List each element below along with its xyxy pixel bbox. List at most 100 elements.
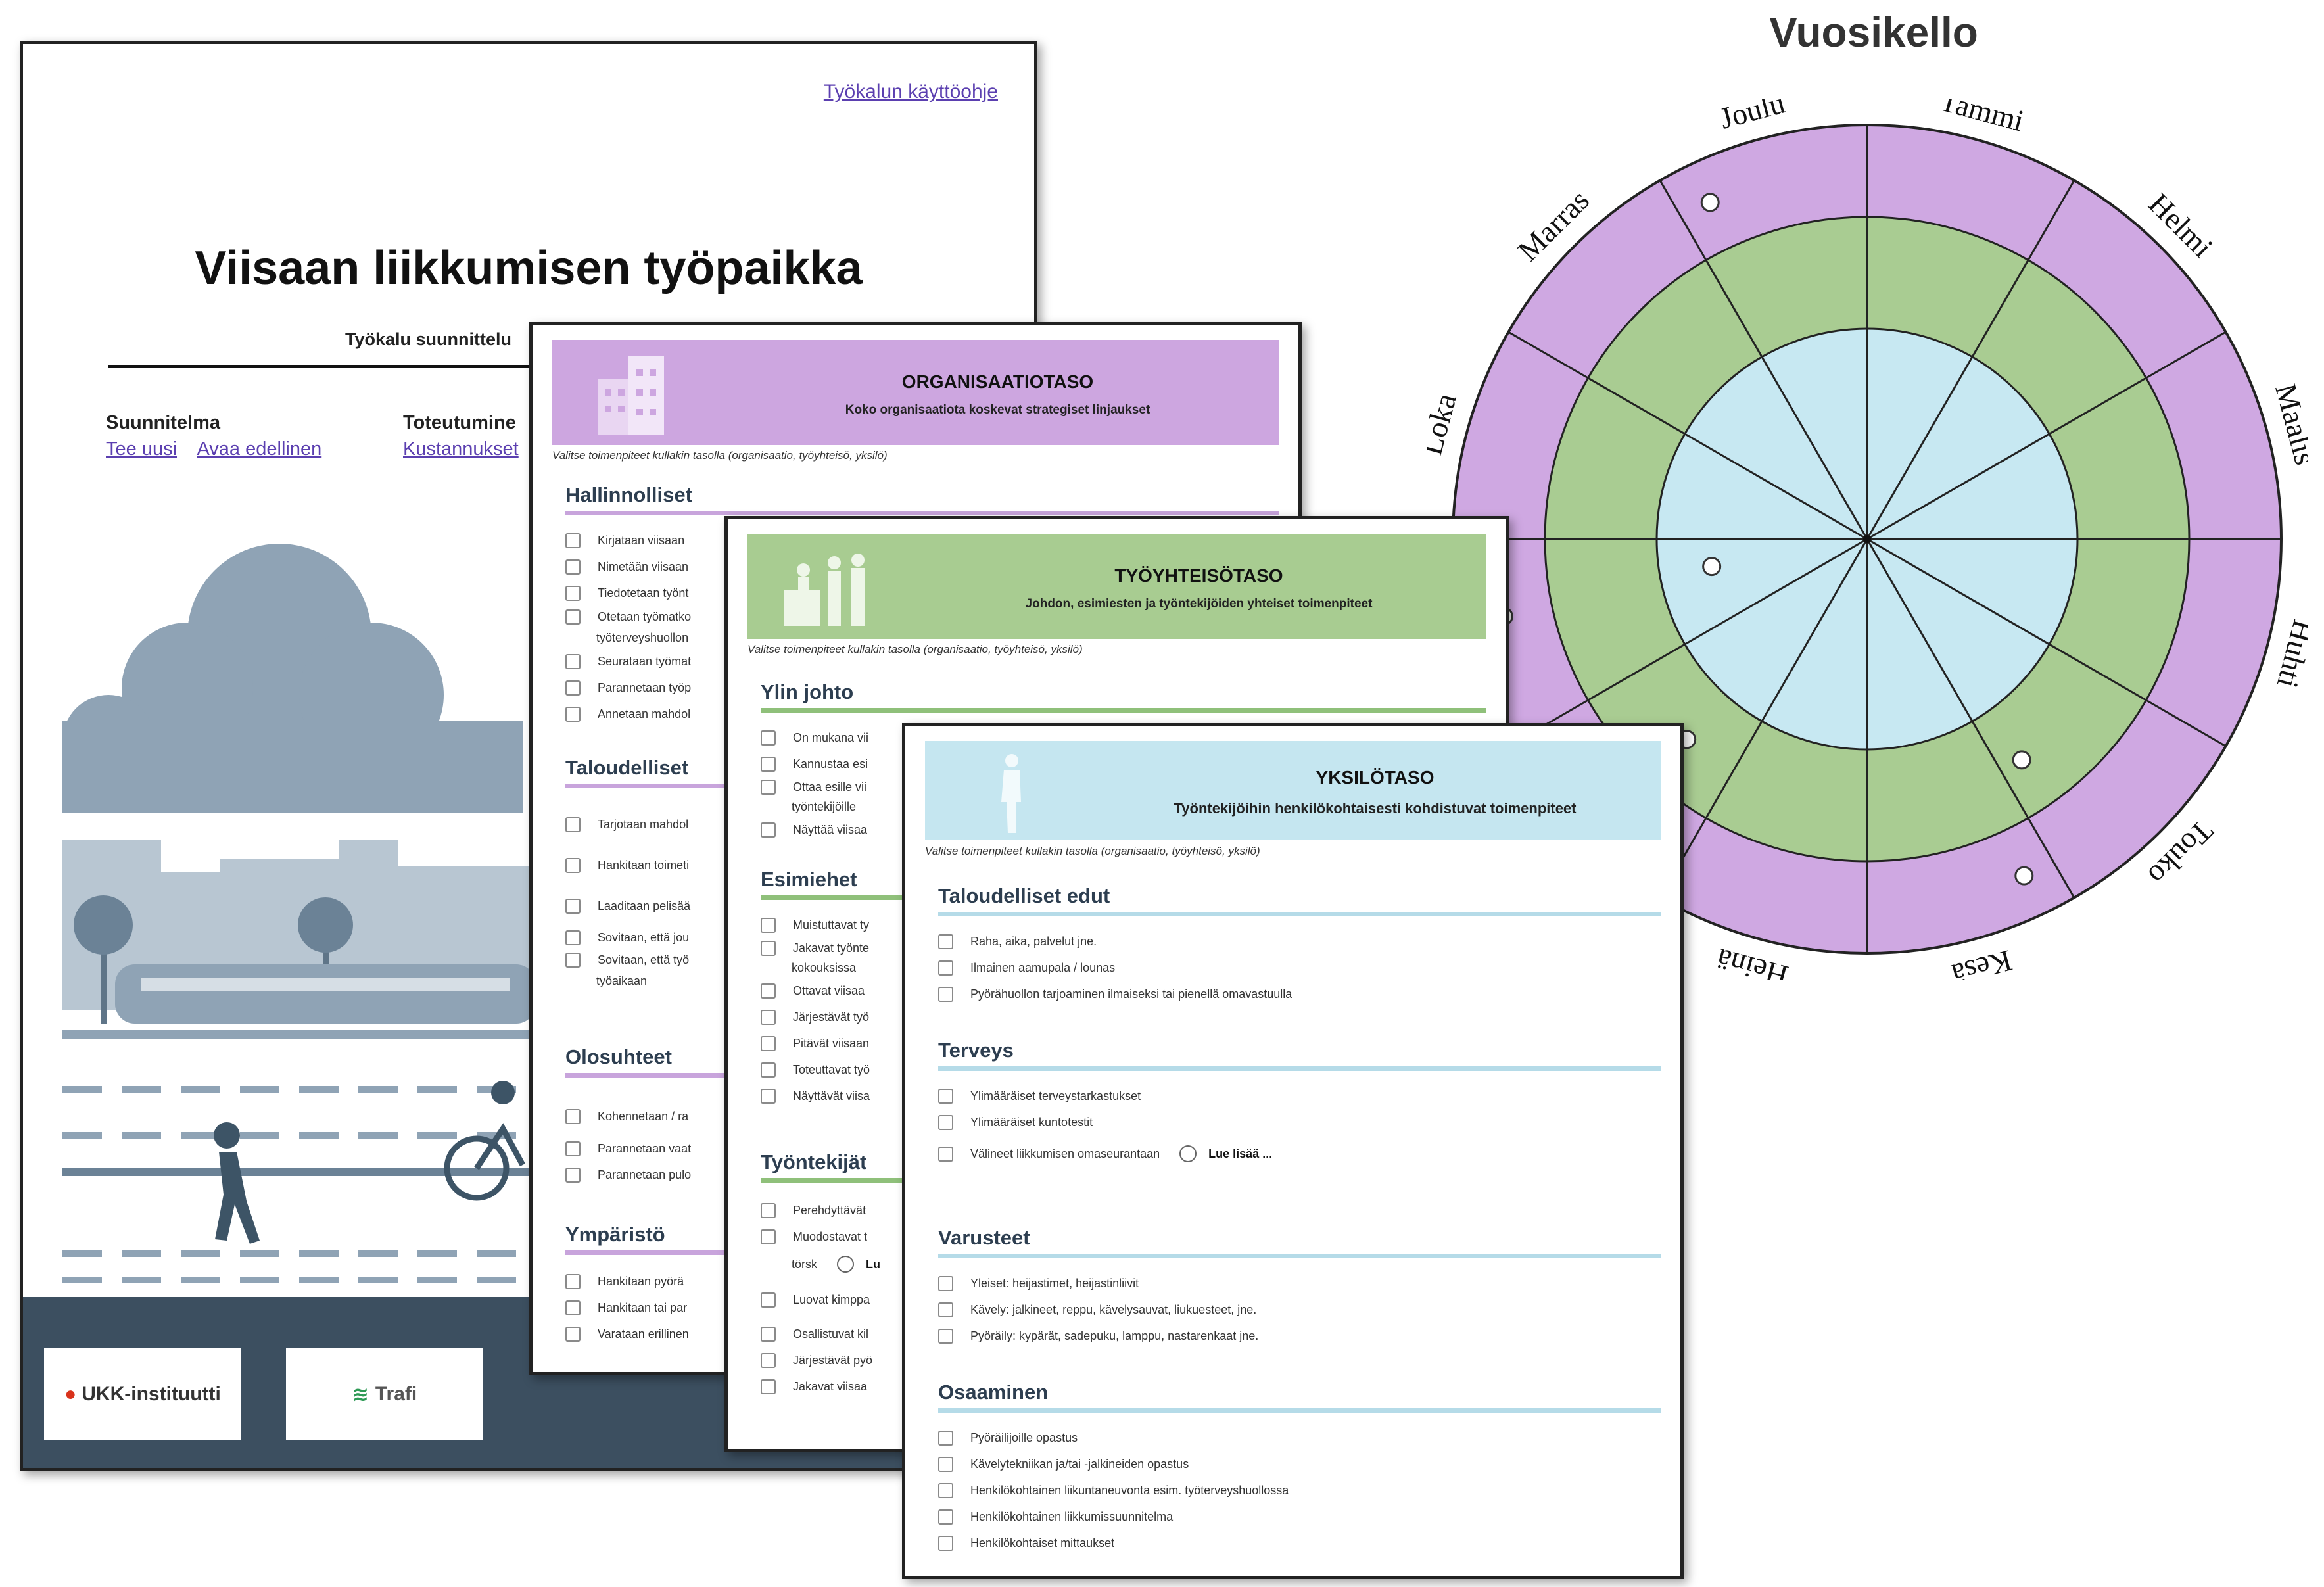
new-plan-link[interactable]: Tee uusi	[106, 438, 178, 460]
checkbox[interactable]	[761, 730, 776, 746]
measure-item[interactable]: Tiedotetaan työnt	[565, 580, 1279, 606]
measure-item[interactable]: Ilmainen aamupala / lounas	[938, 955, 1661, 981]
measure-item[interactable]: Henkilökohtainen liikkumissuunnitelma	[938, 1504, 1661, 1530]
measure-item[interactable]: Seurataan työmat	[565, 648, 1279, 675]
measure-item[interactable]: Jakavat viisaa	[761, 1373, 1486, 1400]
checkbox[interactable]	[565, 1326, 581, 1342]
checkbox[interactable]	[938, 1146, 953, 1162]
checkbox[interactable]	[761, 822, 776, 838]
measure-item[interactable]: Jakavat työnte	[761, 938, 1486, 958]
checkbox[interactable]	[565, 1108, 581, 1124]
checkbox[interactable]	[938, 1456, 953, 1472]
checkbox[interactable]	[565, 706, 581, 722]
checkbox[interactable]	[938, 1328, 953, 1344]
checkbox[interactable]	[565, 653, 581, 669]
open-previous-link[interactable]: Avaa edellinen	[197, 438, 322, 460]
checkbox[interactable]	[761, 1229, 776, 1244]
checkbox[interactable]	[565, 1141, 581, 1156]
measure-item[interactable]: Henkilökohtainen liikuntaneuvonta esim. …	[938, 1477, 1661, 1504]
checkbox[interactable]	[761, 1088, 776, 1104]
measure-item[interactable]: Kävelytekniikan ja/tai -jalkineiden opas…	[938, 1451, 1661, 1477]
checkbox[interactable]	[761, 1379, 776, 1394]
checkbox[interactable]	[565, 952, 581, 968]
checkbox[interactable]	[761, 756, 776, 772]
read-more-link[interactable]: Lue lisää ...	[1208, 1147, 1273, 1160]
checkbox[interactable]	[565, 898, 581, 914]
checkbox[interactable]	[761, 1035, 776, 1051]
checkbox[interactable]	[938, 1114, 953, 1130]
checkbox[interactable]	[938, 1509, 953, 1525]
checkbox[interactable]	[761, 983, 776, 999]
checkbox[interactable]	[565, 1300, 581, 1315]
checkbox[interactable]	[761, 1062, 776, 1078]
checkbox[interactable]	[761, 1326, 776, 1342]
checkbox[interactable]	[565, 930, 581, 945]
measure-item[interactable]: Järjestävät pyö	[761, 1347, 1486, 1373]
measure-item[interactable]: Nimetään viisaan	[565, 554, 1279, 580]
measure-item[interactable]: Sovitaan, että työ	[565, 949, 1279, 971]
measure-item[interactable]: Tarjotaan mahdol	[565, 804, 1279, 845]
measure-item[interactable]: Muistuttavat ty	[761, 912, 1486, 938]
clock-marker[interactable]	[2012, 750, 2031, 770]
checkbox[interactable]	[761, 1009, 776, 1025]
checkbox[interactable]	[565, 857, 581, 873]
read-more-link[interactable]: Lu	[866, 1257, 881, 1271]
clock-marker[interactable]	[1700, 193, 1720, 212]
measure-item[interactable]: Kävely: jalkineet, reppu, kävelysauvat, …	[938, 1296, 1661, 1323]
checkbox[interactable]	[565, 585, 581, 601]
measure-item[interactable]: Ottaa esille vii	[761, 777, 1486, 797]
help-link[interactable]: Työkalun käyttöohje	[823, 81, 998, 103]
measure-item[interactable]: Laaditaan pelisää	[565, 886, 1279, 926]
checkbox[interactable]	[761, 917, 776, 933]
measure-item[interactable]: Pyöräily: kypärät, sadepuku, lamppu, nas…	[938, 1323, 1661, 1349]
checkbox[interactable]	[565, 817, 581, 832]
measure-item[interactable]: Pyörähuollon tarjoaminen ilmaiseksi tai …	[938, 981, 1661, 1007]
measure-item[interactable]: Annetaan mahdol	[565, 701, 1279, 727]
measure-item[interactable]: Parannetaan pulo	[565, 1162, 1279, 1188]
measure-item[interactable]: Hankitaan pyörä	[565, 1268, 1279, 1294]
measure-item[interactable]: Toteuttavat työ	[761, 1056, 1486, 1083]
measure-item[interactable]: Henkilökohtaiset mittaukset	[938, 1530, 1661, 1556]
measure-item[interactable]: Järjestävät työ	[761, 1004, 1486, 1030]
checkbox[interactable]	[761, 779, 776, 795]
checkbox[interactable]	[565, 680, 581, 696]
measure-item[interactable]: Parannetaan työp	[565, 675, 1279, 701]
measure-item[interactable]: Pitävät viisaan	[761, 1030, 1486, 1056]
measure-item[interactable]: Luovat kimppa	[761, 1279, 1486, 1321]
measure-item[interactable]: Yleiset: heijastimet, heijastinliivit	[938, 1270, 1661, 1296]
checkbox[interactable]	[938, 1302, 953, 1317]
measure-item[interactable]: Ottavat viisaa	[761, 978, 1486, 1004]
measure-item[interactable]: Parannetaan vaat	[565, 1135, 1279, 1162]
checkbox[interactable]	[938, 986, 953, 1002]
measure-item[interactable]: Otetaan työmatko	[565, 606, 1279, 627]
checkbox[interactable]	[565, 609, 581, 625]
measure-item[interactable]: Hankitaan tai par	[565, 1294, 1279, 1321]
costs-link[interactable]: Kustannukset	[403, 438, 519, 460]
checkbox[interactable]	[938, 1482, 953, 1498]
checkbox[interactable]	[761, 1352, 776, 1368]
measure-item[interactable]: Muodostavat t	[761, 1223, 1486, 1250]
info-icon[interactable]	[837, 1256, 855, 1273]
measure-item[interactable]: Ylimääräiset kuntotestit	[938, 1109, 1661, 1135]
measure-item[interactable]: Kirjataan viisaan	[565, 527, 1279, 554]
clock-marker[interactable]	[1702, 557, 1722, 577]
checkbox[interactable]	[938, 934, 953, 949]
measure-item[interactable]: On mukana vii	[761, 724, 1486, 751]
measure-item[interactable]: Ylimääräiset terveystarkastukset	[938, 1083, 1661, 1109]
measure-item[interactable]: Osallistuvat kil	[761, 1321, 1486, 1347]
measure-item[interactable]: Varataan erillinen	[565, 1321, 1279, 1347]
measure-item[interactable]: Välineet liikkumisen omaseurantaan Lue l…	[938, 1135, 1661, 1172]
measure-item[interactable]: Hankitaan toimeti	[565, 845, 1279, 886]
checkbox[interactable]	[565, 533, 581, 548]
measure-item[interactable]: Kannustaa esi	[761, 751, 1486, 777]
measure-item[interactable]: Näyttävät viisa	[761, 1083, 1486, 1109]
checkbox[interactable]	[938, 1088, 953, 1104]
checkbox[interactable]	[938, 1275, 953, 1291]
measure-item[interactable]: Pyöräilijoille opastus	[938, 1425, 1661, 1451]
measure-item[interactable]: Näyttää viisaa	[761, 817, 1486, 843]
measure-item[interactable]: Raha, aika, palvelut jne.	[938, 928, 1661, 955]
checkbox[interactable]	[761, 1202, 776, 1218]
checkbox[interactable]	[938, 1430, 953, 1446]
measure-item[interactable]: Sovitaan, että jou	[565, 926, 1279, 949]
checkbox[interactable]	[938, 960, 953, 976]
